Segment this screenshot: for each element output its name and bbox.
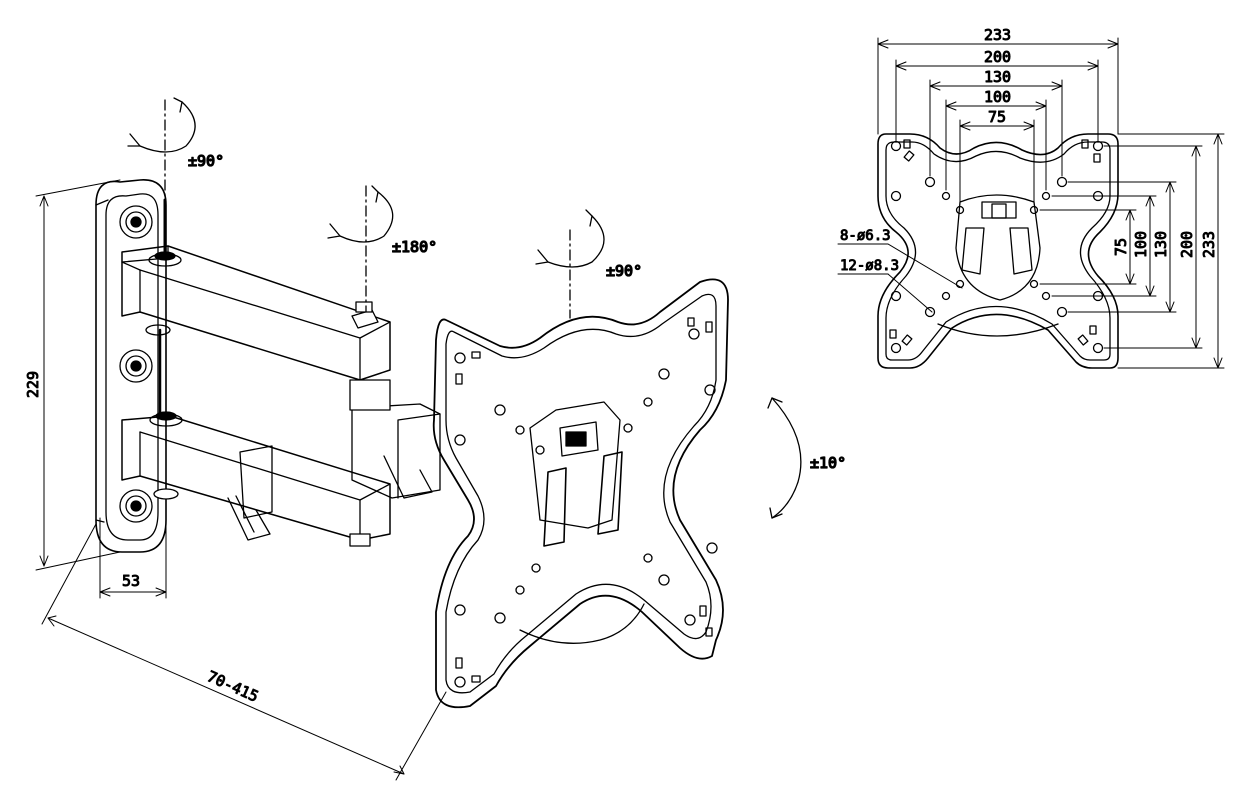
tilt-label: ±10° [810,454,846,472]
plate-swivel-label: ±90° [606,262,642,280]
dimension-extension: 70-415 [41,523,447,781]
central-post [145,324,171,416]
rotation-axis-plate: ±90° [535,209,643,319]
large-hole-note: 12-ø8.3 [840,258,899,274]
height-200-label: 200 [1178,231,1196,258]
vesa-plate-front [877,133,1119,369]
vesa-height-dimensions: 75 100 130 200 233 [1039,133,1225,369]
width-130-label: 130 [984,68,1011,86]
rotation-axis-arm: ±180° [327,185,438,313]
vesa-width-dimensions: 233 200 130 100 75 [877,26,1119,205]
wall-swivel-label: ±90° [188,152,224,170]
height-233-label: 233 [1200,231,1218,258]
depth-dimension-label: 53 [122,572,140,590]
height-130-label: 130 [1152,231,1170,258]
small-hole-note: 8-ø6.3 [840,228,891,244]
extension-dimension-label: 70-415 [204,667,261,705]
width-200-label: 200 [984,48,1011,66]
upper-arm [121,198,391,381]
hole-callouts: 8-ø6.3 12-ø8.3 [837,228,963,313]
vesa-plate-iso [432,278,729,709]
dimension-height: 229 [24,179,121,571]
tilt-bracket [349,379,441,499]
rotation-tilt: ±10° [767,397,847,519]
height-dimension-label: 229 [24,371,42,398]
width-233-label: 233 [984,26,1011,44]
lower-arm [121,411,391,547]
height-75-label: 75 [1112,238,1130,256]
width-100-label: 100 [984,88,1011,106]
width-75-label: 75 [988,108,1006,126]
arm-swivel-label: ±180° [392,238,437,256]
height-100-label: 100 [1132,231,1150,258]
dimension-depth: 53 [99,517,167,599]
rotation-axis-wall: ±90° [127,97,225,197]
wall-plate [95,179,167,553]
